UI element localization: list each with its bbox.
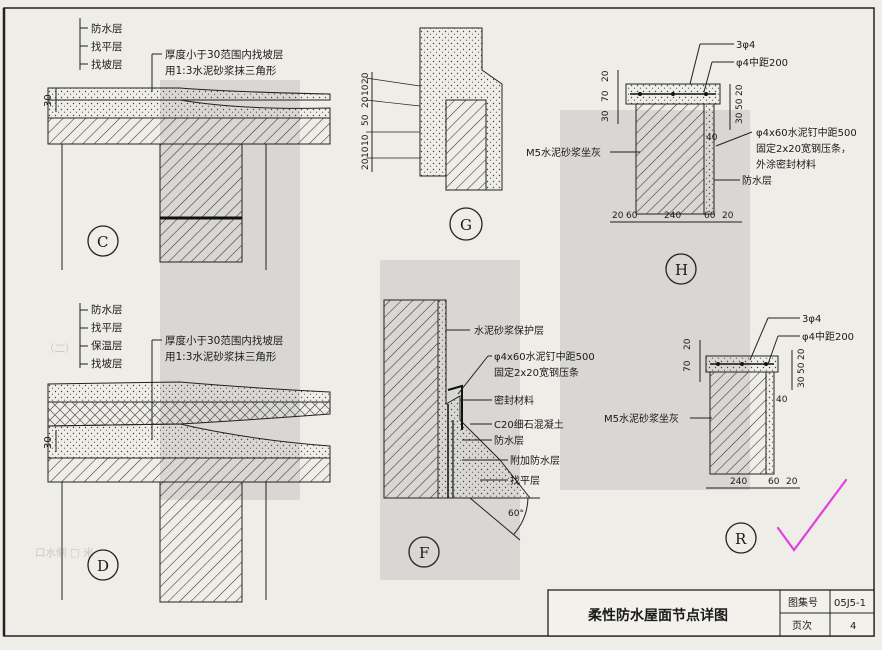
f-label-2: φ4x60水泥钉中距500	[494, 350, 595, 363]
c-layer-1: 防水层	[91, 22, 123, 35]
c-layer-2: 找平层	[91, 40, 123, 53]
r-dim-b-3: 20	[786, 477, 798, 487]
h-stirrup: φ4中距200	[736, 56, 788, 69]
f-label-4: 密封材料	[494, 394, 534, 407]
h-nail-3: 外涂密封材料	[756, 158, 816, 171]
f-label-3: 固定2x20宽钢压条	[494, 366, 579, 379]
d-label-circle	[87, 549, 119, 581]
h-dim-b-5: 20	[722, 211, 734, 221]
g-dim-7: 20	[361, 158, 371, 170]
f-label-7: 附加防水层	[510, 454, 560, 467]
ghost-text-2: 口水侧 □ 米	[35, 546, 94, 559]
sheet-title: 柔性防水屋面节点详图	[587, 607, 728, 624]
c-label: C	[97, 233, 108, 251]
r-stirrup: φ4中距200	[802, 330, 854, 343]
r-dim-b-2: 60	[768, 477, 780, 487]
f-angle: 60°	[508, 509, 524, 519]
r-dim-40: 40	[776, 395, 788, 405]
detail-d: 防水层 找平层 保温层 找坡层 厚度小于30范围内找坡层 用1:3水泥砂浆抹三角…	[43, 303, 331, 603]
g-dim-5: 10	[361, 134, 371, 146]
h-dim-b-3: 240	[664, 211, 681, 221]
atlas-label: 图集号	[788, 596, 818, 609]
page-label: 页次	[792, 619, 812, 632]
h-nail-1: φ4x60水泥钉中距500	[756, 126, 857, 139]
f-label-8: 找平层	[510, 474, 540, 487]
h-waterproof: 防水层	[742, 174, 772, 187]
c-layer-3: 找坡层	[91, 58, 123, 71]
h-dim-b-4: 60	[704, 211, 716, 221]
c-note-1: 厚度小于30范围内找坡层	[165, 48, 283, 61]
h-dim-b-2: 60	[626, 211, 638, 221]
r-label-circle	[725, 522, 757, 554]
r-mortar: M5水泥砂浆坐灰	[604, 412, 679, 425]
d-label: D	[97, 557, 109, 575]
g-dim-4: 50	[361, 114, 371, 126]
check-mark-icon	[776, 478, 848, 552]
detail-h: 3φ4 φ4中距200 20 70 30 20 50 30 40 φ4x60水泥…	[526, 40, 857, 285]
h-dim-left-3: 20	[601, 70, 611, 82]
ghost-text-1: （二）	[44, 343, 76, 355]
r-dim-left-2: 20	[683, 338, 693, 350]
g-dim-2: 10	[361, 84, 371, 96]
h-dim-right-1: 30	[735, 112, 745, 124]
detail-f: 60° 水泥砂浆保护层 φ4x60水泥钉中距500 固定2x20宽钢压条 密封材…	[383, 299, 595, 568]
r-dim-right-3: 20	[797, 348, 807, 360]
f-label-5: C20细石混凝土	[494, 418, 564, 431]
r-label: R	[735, 530, 747, 548]
h-nail-2: 固定2x20宽钢压条，	[756, 142, 851, 155]
c-note-2: 用1:3水泥砂浆抹三角形	[165, 64, 277, 77]
r-rebar: 3φ4	[802, 314, 821, 325]
f-label-1: 水泥砂浆保护层	[474, 324, 544, 337]
h-dim-40: 40	[706, 133, 718, 143]
h-label: H	[675, 261, 688, 279]
h-dim-left-2: 70	[601, 90, 611, 102]
d-layer-2: 找平层	[91, 321, 123, 334]
h-dim-right-2: 50	[735, 98, 745, 110]
f-label: F	[419, 544, 429, 562]
detail-r: 3φ4 φ4中距200 20 70 20 50 30 40 M5水泥砂浆坐灰 2…	[604, 314, 854, 554]
d-layer-4: 找坡层	[91, 357, 123, 370]
g-dim-6: 10	[361, 146, 371, 158]
g-label: G	[460, 216, 472, 234]
title-block: 柔性防水屋面节点详图 图集号 05J5-1 页次 4	[547, 589, 875, 637]
d-note-1: 厚度小于30范围内找坡层	[165, 334, 283, 347]
h-dim-right-3: 20	[735, 84, 745, 96]
h-label-circle	[665, 253, 697, 285]
page-value: 4	[850, 621, 856, 632]
f-label-6: 防水层	[494, 434, 524, 447]
d-layer-3: 保温层	[91, 339, 123, 352]
r-dim-b-1: 240	[730, 477, 747, 487]
detail-c: 防水层 找平层 找坡层 厚度小于30范围内找坡层 用1:3水泥砂浆抹三角形 30…	[43, 18, 331, 270]
h-dim-b-1: 20	[612, 211, 624, 221]
atlas-value: 05J5-1	[834, 598, 866, 609]
g-dim-3: 20	[361, 96, 371, 108]
detail-g: 20 10 20 50 10 10 20 G	[361, 27, 503, 241]
d-note-2: 用1:3水泥砂浆抹三角形	[165, 350, 277, 363]
r-dim-right-2: 50	[797, 362, 807, 374]
g-label-circle	[449, 207, 483, 241]
r-dim-left-1: 70	[683, 360, 693, 372]
h-dim-left-1: 30	[601, 110, 611, 122]
d-layer-1: 防水层	[91, 303, 123, 316]
h-rebar: 3φ4	[736, 40, 755, 51]
r-dim-right-1: 30	[797, 376, 807, 388]
c-label-circle	[87, 225, 119, 257]
f-label-circle	[408, 536, 440, 568]
h-mortar: M5水泥砂浆坐灰	[526, 146, 601, 159]
